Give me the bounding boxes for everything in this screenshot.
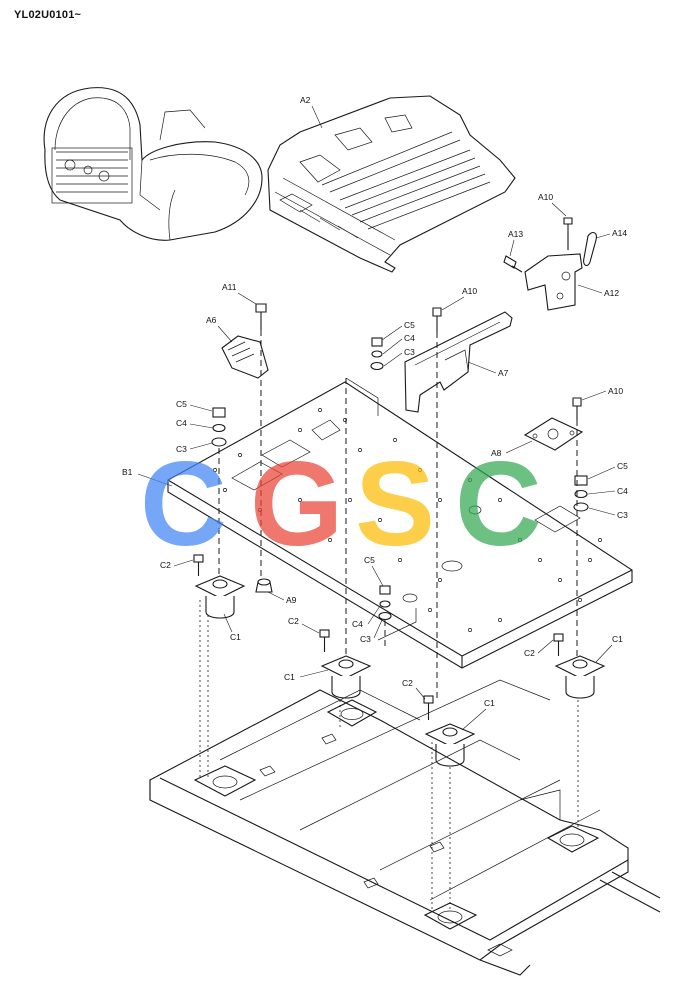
nut-washer-stack-center-bottom xyxy=(378,585,392,621)
label-c1-right: C1 xyxy=(612,634,623,644)
plate-a7 xyxy=(404,307,513,413)
mount-c1-center-left xyxy=(320,655,372,699)
label-a10-right: A10 xyxy=(608,386,623,396)
label-a13: A13 xyxy=(508,229,523,239)
bolt-c2-left xyxy=(193,554,204,576)
diagram-code: YL02U0101~ xyxy=(14,9,82,21)
floor-mat xyxy=(267,95,516,273)
label-a12: A12 xyxy=(604,288,619,298)
label-a10-mid: A10 xyxy=(462,286,477,296)
label-c1-center-left: C1 xyxy=(284,672,295,682)
bolt-c2-right xyxy=(553,633,564,656)
label-c3-left: C3 xyxy=(176,444,187,454)
watermark-letter-3: S xyxy=(355,437,435,571)
assembly-guide-lines xyxy=(199,330,579,910)
label-c4-center-top: C4 xyxy=(404,333,415,343)
label-a14: A14 xyxy=(612,228,627,238)
label-c1-center-right: C1 xyxy=(484,698,495,708)
pedal-a6 xyxy=(221,303,269,379)
label-c5-left: C5 xyxy=(176,399,187,409)
bolt-c2-center-left xyxy=(319,629,330,652)
label-c5-center-top: C5 xyxy=(404,320,415,330)
label-c4-left: C4 xyxy=(176,418,187,428)
label-c4-right: C4 xyxy=(617,486,628,496)
label-a10-top: A10 xyxy=(538,192,553,202)
bumper-a9 xyxy=(255,578,273,593)
label-c5-right: C5 xyxy=(617,461,628,471)
watermark-logo: C G S C xyxy=(140,437,542,571)
nut-washer-stack-left xyxy=(211,407,227,447)
bracket-a8 xyxy=(523,397,584,451)
label-c3-center-bottom: C3 xyxy=(360,634,371,644)
label-a2: A2 xyxy=(300,95,311,105)
watermark-letter-1: C xyxy=(140,437,227,571)
label-a9: A9 xyxy=(286,595,297,605)
watermark-letter-2: G xyxy=(250,437,343,571)
bracket-assembly-a12 xyxy=(503,217,597,311)
bolt-c2-center-right xyxy=(423,695,434,720)
floor-plate-b1 xyxy=(167,381,633,669)
label-a7: A7 xyxy=(498,368,509,378)
seat-illustration xyxy=(43,87,263,241)
label-c5-center-bottom: C5 xyxy=(364,555,375,565)
label-b1: B1 xyxy=(122,467,133,477)
label-c1-left: C1 xyxy=(230,632,241,642)
label-c2-center-left: C2 xyxy=(288,616,299,626)
label-c2-left: C2 xyxy=(160,560,171,570)
mount-c1-right xyxy=(554,655,606,699)
label-c3-right: C3 xyxy=(617,510,628,520)
nut-washer-stack-right xyxy=(573,475,589,512)
label-c2-center-right: C2 xyxy=(402,678,413,688)
label-c3-center-top: C3 xyxy=(404,347,415,357)
mount-c1-left xyxy=(194,575,246,619)
watermark-letter-4: C xyxy=(455,437,542,571)
label-a6: A6 xyxy=(206,315,217,325)
mount-c1-center-right xyxy=(424,723,476,767)
label-c2-right: C2 xyxy=(524,648,535,658)
label-c4-center-bottom: C4 xyxy=(352,619,363,629)
machine-frame xyxy=(149,679,661,976)
label-a8: A8 xyxy=(491,448,502,458)
nut-washer-stack-center-top xyxy=(370,337,384,371)
label-a11: A11 xyxy=(222,282,237,292)
